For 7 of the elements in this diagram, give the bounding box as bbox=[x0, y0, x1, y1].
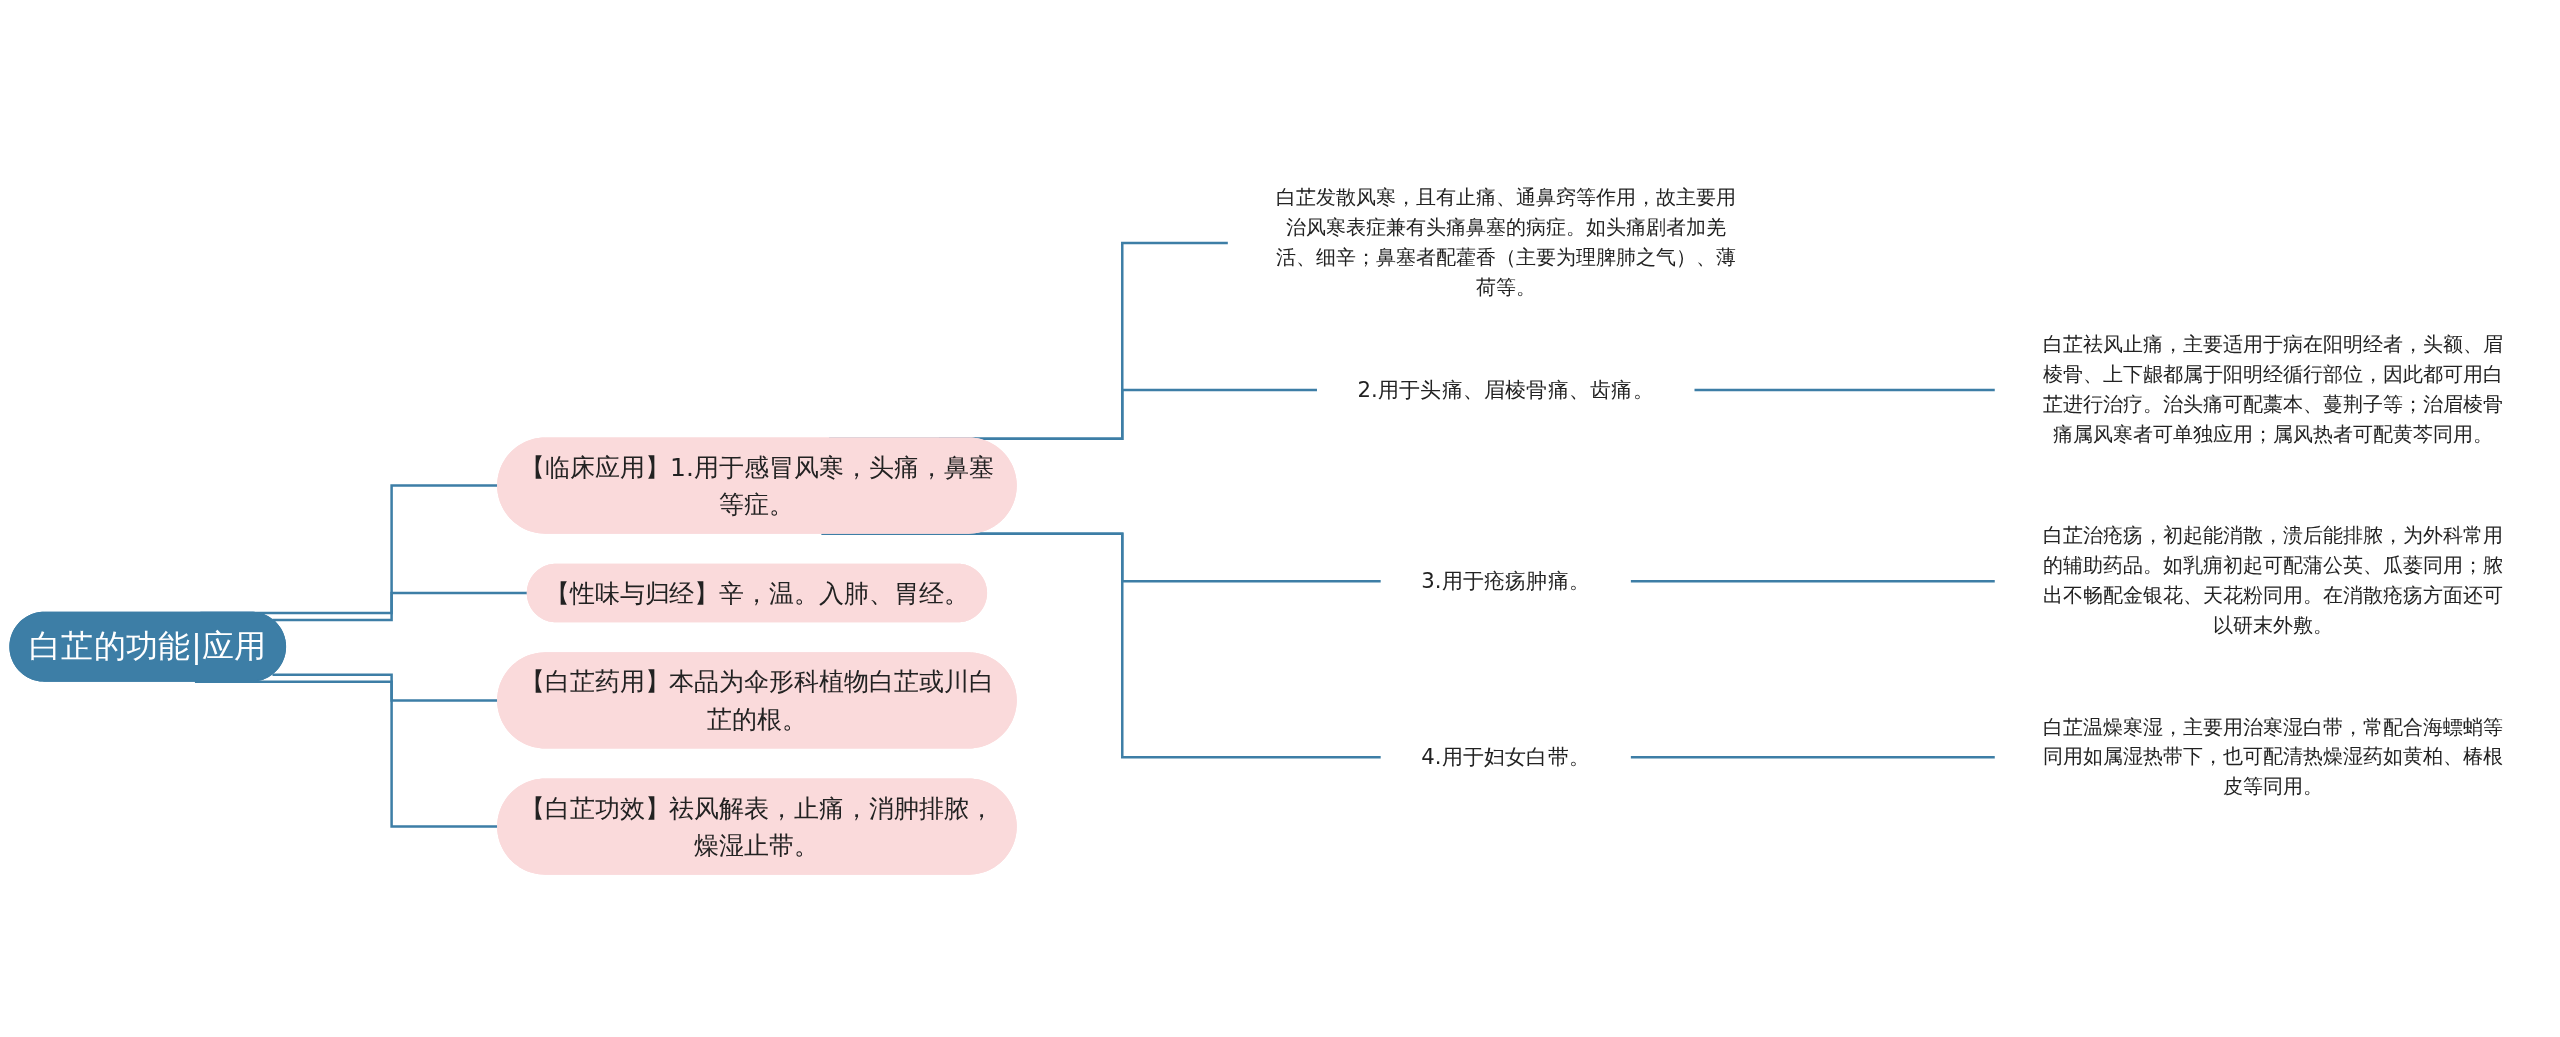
node-text: 2.用于头痛、眉棱骨痛、齿痛。 bbox=[1357, 376, 1654, 402]
node-text: 3.用于疮疡肿痛。 bbox=[1421, 567, 1591, 593]
node-text: 4.用于妇女白带。 bbox=[1421, 743, 1591, 769]
node-text: 白芷治疮疡，初起能消散，溃后能排脓，为外科常用的辅助药品。如乳痈初起可配蒲公英、瓜蒌同用；脓出不畅配金银花、天花粉同用。在消散疮疡方面还可以研末外敷。 bbox=[2042, 523, 2503, 638]
node-text: 白芷温燥寒湿，主要用治寒湿白带，常配合海螵蛸等同用如属湿热带下，也可配清热燥湿药如黄柏、椿根皮等同用。 bbox=[2042, 714, 2503, 799]
node-text: 白芷发散风寒，且有止痛、通鼻窍等作用，故主要用治风寒表症兼有头痛鼻塞的病症。如头痛剧者加羌活、细辛；鼻塞者配藿香（主要为理脾肺之气）、薄荷等。 bbox=[1275, 185, 1736, 300]
node-text: 白芷祛风止痛，主要适用于病在阳明经者，头额、眉棱骨、上下龈都属于阳明经循行部位，因此都可用白芷进行治疗。治头痛可配藁本、蔓荆子等；治眉棱骨痛属风寒者可单独应用；属风热者可配黄芩同用。 bbox=[2042, 332, 2503, 447]
